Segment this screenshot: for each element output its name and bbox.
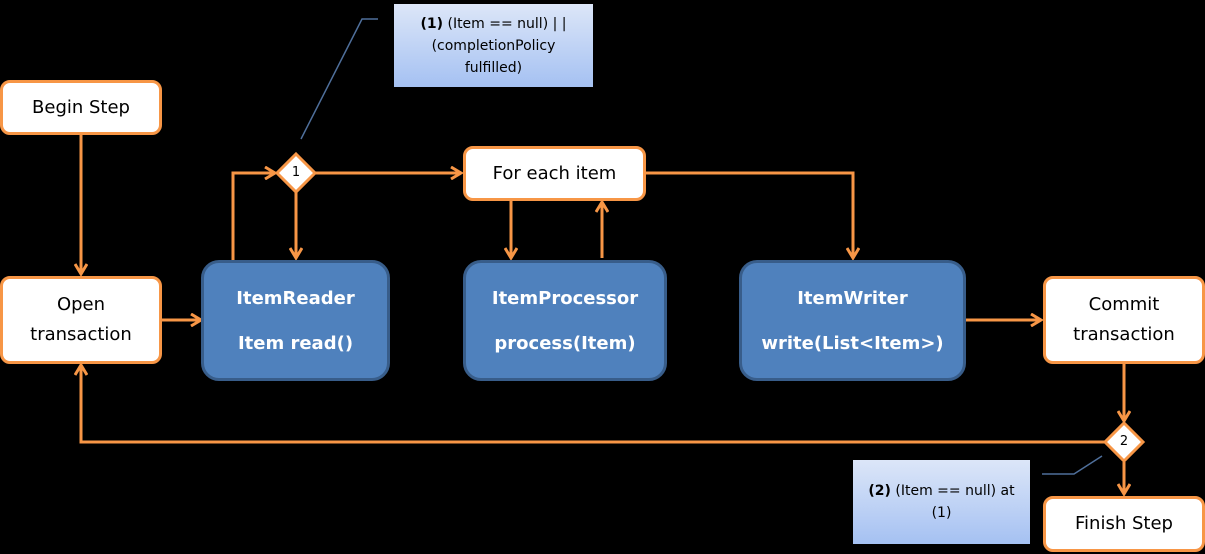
arrow-reader-to-decision1 (231, 173, 275, 260)
begin-step-label: Begin Step (32, 96, 130, 118)
item-processor-method: process(Item) (494, 332, 636, 354)
callout-line-2 (1042, 455, 1103, 475)
decision-2-label: 2 (1119, 434, 1129, 449)
note-1-text: (Item == null) | | (completionPolicy ful… (431, 15, 567, 76)
commit-transaction-label: Commit transaction (1073, 294, 1175, 345)
arrow-foreach-to-writer (645, 171, 853, 258)
begin-step-node: Begin Step (0, 80, 162, 135)
item-processor-title: ItemProcessor (491, 287, 639, 309)
arrow-decision2-to-open (81, 365, 1105, 444)
item-reader-title: ItemReader (236, 287, 355, 309)
decision-diamond-1 (274, 151, 318, 195)
item-writer-node: ItemWriter write(List<Item>) (739, 260, 966, 381)
for-each-item-node: For each item (463, 146, 646, 201)
item-reader-method: Item read() (237, 332, 354, 354)
item-writer-method: write(List<Item>) (761, 332, 944, 354)
finish-step-node: Finish Step (1043, 496, 1205, 552)
decision-1-label: 1 (291, 165, 301, 180)
callout-line-1 (300, 18, 378, 140)
note-2-text: (Item == null) at (1) (890, 483, 1015, 521)
item-writer-title: ItemWriter (797, 287, 908, 309)
open-transaction-node: Open transaction (0, 276, 162, 364)
note-condition-2: (2) (Item == null) at (1) (853, 460, 1030, 544)
decision-diamond-2 (1102, 420, 1146, 464)
open-transaction-label: Open transaction (30, 294, 132, 345)
note-condition-1: (1) (Item == null) | | (completionPolicy… (394, 4, 593, 87)
for-each-item-label: For each item (492, 162, 617, 184)
finish-step-label: Finish Step (1075, 513, 1173, 534)
commit-transaction-node: Commit transaction (1043, 276, 1205, 364)
note-1-tag: (1) (420, 15, 444, 32)
item-reader-node: ItemReader Item read() (201, 260, 390, 381)
note-2-tag: (2) (868, 483, 891, 499)
item-processor-node: ItemProcessor process(Item) (463, 260, 667, 381)
